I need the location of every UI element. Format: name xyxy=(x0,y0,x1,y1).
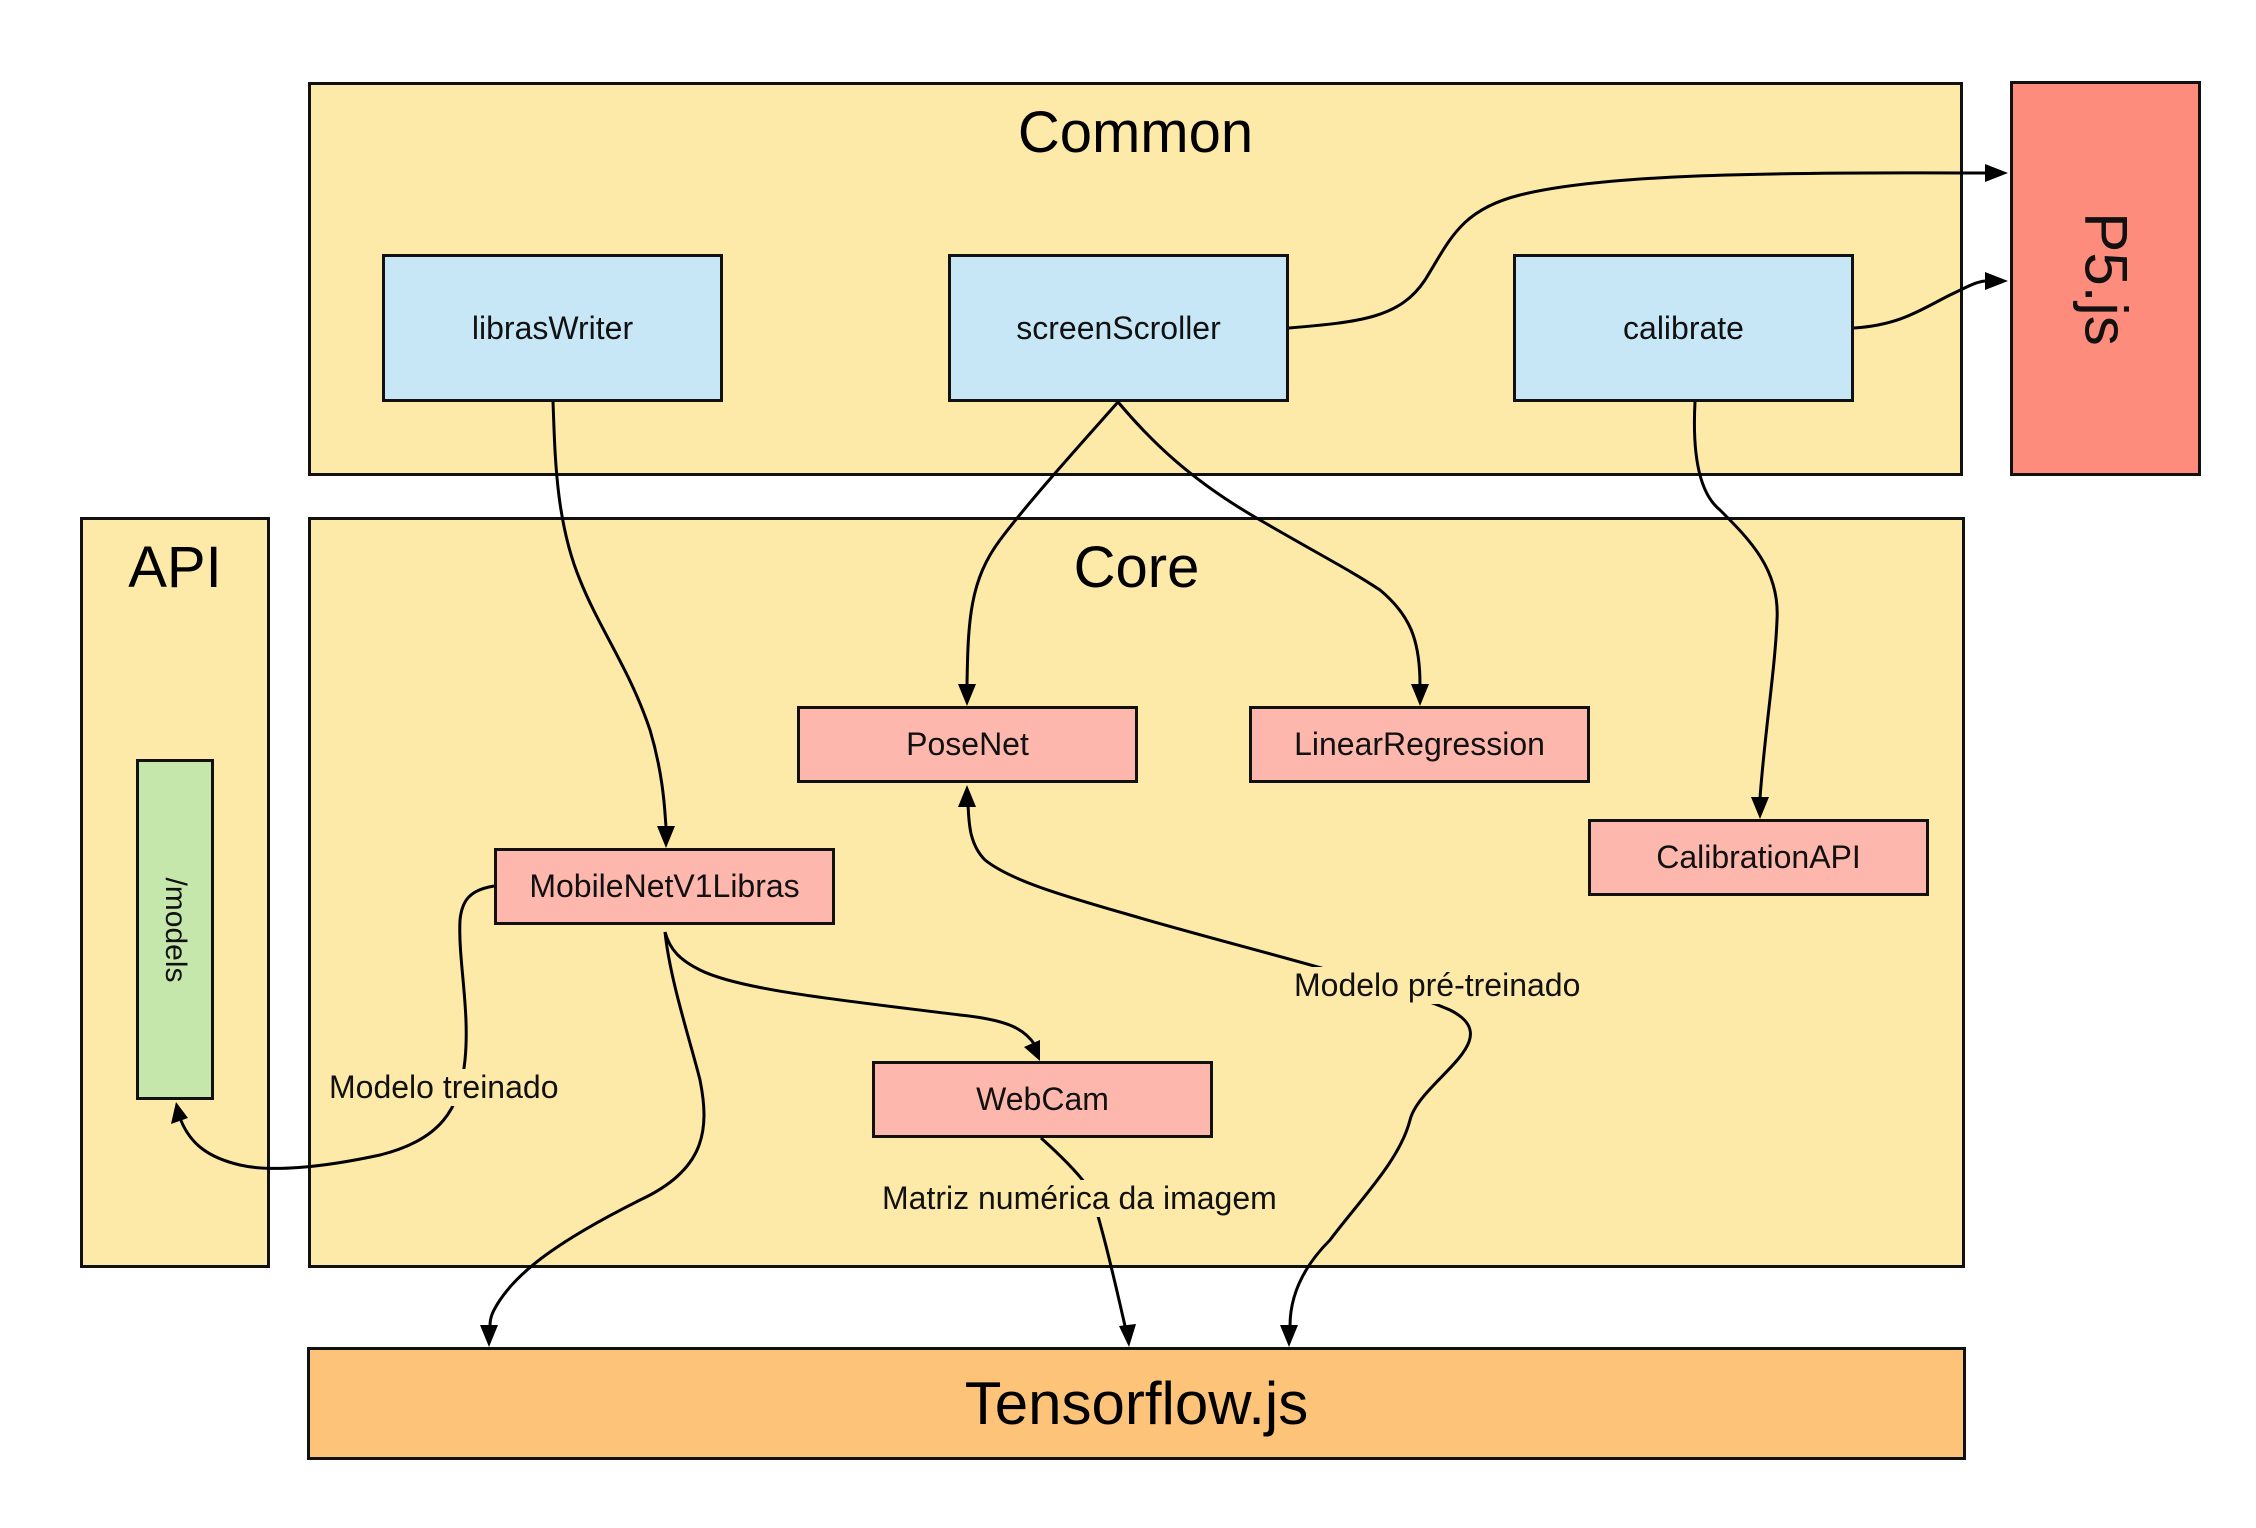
common-group-title: Common xyxy=(1017,100,1254,165)
libras-writer-node: librasWriter xyxy=(382,254,723,402)
calibrate-label: calibrate xyxy=(1623,309,1744,346)
edge-screen-scroller-posenet xyxy=(965,401,1120,686)
screen-scroller-label: screenScroller xyxy=(1016,309,1221,346)
arrowhead-tensorflow-left xyxy=(480,1325,498,1347)
posenet-label: PoseNet xyxy=(906,726,1029,762)
edge-mobilenet-models xyxy=(178,884,495,1170)
arrowhead-calibration-api xyxy=(1751,797,1769,819)
arrowhead-models xyxy=(171,1102,188,1124)
edge-screen-scroller-linear-regression xyxy=(1116,401,1422,686)
arrowhead-tensorflow-right xyxy=(1280,1325,1298,1347)
calibration-api-node: CalibrationAPI xyxy=(1588,819,1929,896)
edge-label-pretrained-model: Modelo pré-treinado xyxy=(1290,967,1585,1004)
webcam-label: WebCam xyxy=(976,1081,1109,1117)
linear-regression-label: LinearRegression xyxy=(1294,726,1545,762)
edge-screen-scroller-p5 xyxy=(1288,171,1986,330)
arrowhead-posenet xyxy=(958,684,976,706)
edge-calibrate-p5 xyxy=(1853,279,1986,330)
webcam-node: WebCam xyxy=(872,1061,1213,1138)
tensorflowjs-label: Tensorflow.js xyxy=(964,1370,1309,1437)
p5js-box: P5.js xyxy=(2010,81,2201,476)
edge-tensorflow-posenet xyxy=(965,795,1472,1327)
screen-scroller-node: screenScroller xyxy=(948,254,1289,402)
linear-regression-node: LinearRegression xyxy=(1249,706,1590,783)
edge-label-image-matrix: Matriz numérica da imagem xyxy=(878,1180,1281,1217)
arrowhead-p5-top xyxy=(1985,164,2008,182)
arrowhead-webcam xyxy=(1024,1040,1040,1061)
edge-calibrate-calibration-api xyxy=(1692,401,1779,799)
edge-webcam-tensorflow xyxy=(1039,1136,1127,1327)
tensorflowjs-box: Tensorflow.js xyxy=(307,1347,1966,1460)
api-group-title: API xyxy=(128,535,222,600)
edge-libras-writer-mobilenet xyxy=(551,401,668,827)
arrowhead-tensorflow-mid xyxy=(1119,1324,1136,1347)
mobilenet-node: MobileNetV1Libras xyxy=(494,848,835,925)
calibration-api-label: CalibrationAPI xyxy=(1656,839,1861,875)
edge-label-trained-model: Modelo treinado xyxy=(325,1069,563,1106)
models-node: /models xyxy=(136,759,214,1100)
arrowhead-posenet-bottom xyxy=(958,785,976,807)
posenet-node: PoseNet xyxy=(797,706,1138,783)
mobilenet-label: MobileNetV1Libras xyxy=(529,868,800,904)
arrowhead-p5-bottom xyxy=(1985,272,2008,290)
arrowhead-linear-regression xyxy=(1411,684,1429,706)
core-group-title: Core xyxy=(1073,535,1200,600)
arrowhead-mobilenet xyxy=(657,826,675,848)
libras-writer-label: librasWriter xyxy=(471,309,634,346)
calibrate-node: calibrate xyxy=(1513,254,1854,402)
edge-mobilenet-tensorflow xyxy=(488,931,706,1327)
edge-mobilenet-webcam xyxy=(663,931,1037,1046)
